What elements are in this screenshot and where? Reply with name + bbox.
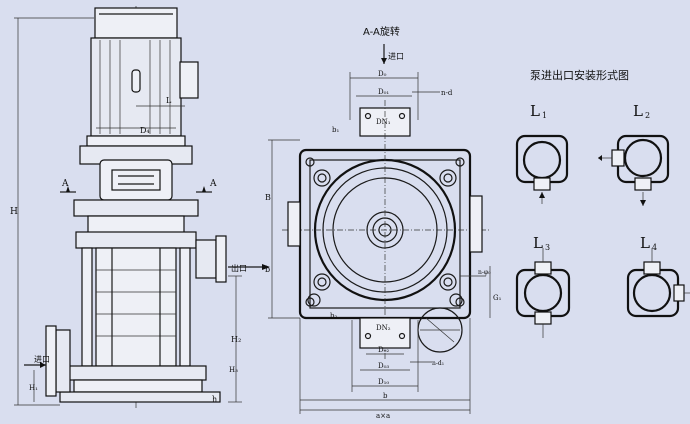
install-L4-sub: 4 xyxy=(652,243,657,252)
install-L4: L 4 xyxy=(626,234,690,318)
dim-n-phi0: n-φ₀ xyxy=(478,269,491,276)
dim-axa: a×a xyxy=(376,412,390,420)
plan-inlet-label: 进口 xyxy=(388,52,404,61)
dim-B: B xyxy=(265,193,271,202)
install-L1: L 1 xyxy=(515,102,569,204)
dim-b-bottom: b xyxy=(383,392,388,400)
dim-D10: D₁₀ xyxy=(378,378,389,386)
dim-b2: b₂ xyxy=(330,312,337,320)
dim-nd: n-d xyxy=(441,89,453,97)
dim-D4: D₄ xyxy=(140,126,150,135)
pump-side-elevation: H L D₄ xyxy=(10,6,270,410)
dim-H2: H₂ xyxy=(231,335,241,344)
install-title: 泵进出口安装形式图 xyxy=(530,68,629,82)
dim-D01-top: D₀₁ xyxy=(378,88,389,96)
install-L1-sub: 1 xyxy=(542,111,547,120)
dim-nd1: n-d₁ xyxy=(432,360,444,367)
section-mark-left: A xyxy=(61,179,69,189)
install-L2: L 2 xyxy=(598,102,670,206)
section-title: A-A旋转 xyxy=(363,25,400,38)
dim-D03: D₀₃ xyxy=(378,362,389,370)
install-L3-label: L xyxy=(533,234,543,252)
install-forms: 泵进出口安装形式图 L 1 L 2 L 3 xyxy=(515,68,690,338)
dim-DN2: DN₂ xyxy=(376,324,391,332)
dim-h: h xyxy=(212,395,217,404)
dim-D02: D₀₂ xyxy=(378,346,389,354)
dim-Ha: H₃ xyxy=(229,366,238,374)
dim-b1: b₁ xyxy=(332,126,339,134)
dim-H: H xyxy=(10,207,18,217)
install-L4-label: L xyxy=(640,234,650,252)
dim-b-left: b xyxy=(265,265,270,274)
dim-H1: H₁ xyxy=(29,384,38,392)
install-L1-label: L xyxy=(530,102,540,120)
dim-G1: G₁ xyxy=(493,294,502,302)
inlet-label: 进口 xyxy=(34,355,50,364)
pump-section-plan: A-A旋转 进口 D₀ D₀₁ n-d DN₁ b₁ xyxy=(265,25,502,420)
install-L3: L 3 xyxy=(515,234,571,338)
dim-L: L xyxy=(166,96,172,105)
section-mark-right: A xyxy=(209,179,217,189)
dim-DN1: DN₁ xyxy=(376,118,391,126)
install-L2-sub: 2 xyxy=(645,111,650,120)
install-L3-sub: 3 xyxy=(545,243,550,252)
dim-D0-top: D₀ xyxy=(378,70,387,78)
install-L2-label: L xyxy=(633,102,643,120)
outlet-label: 出口 xyxy=(231,263,247,273)
